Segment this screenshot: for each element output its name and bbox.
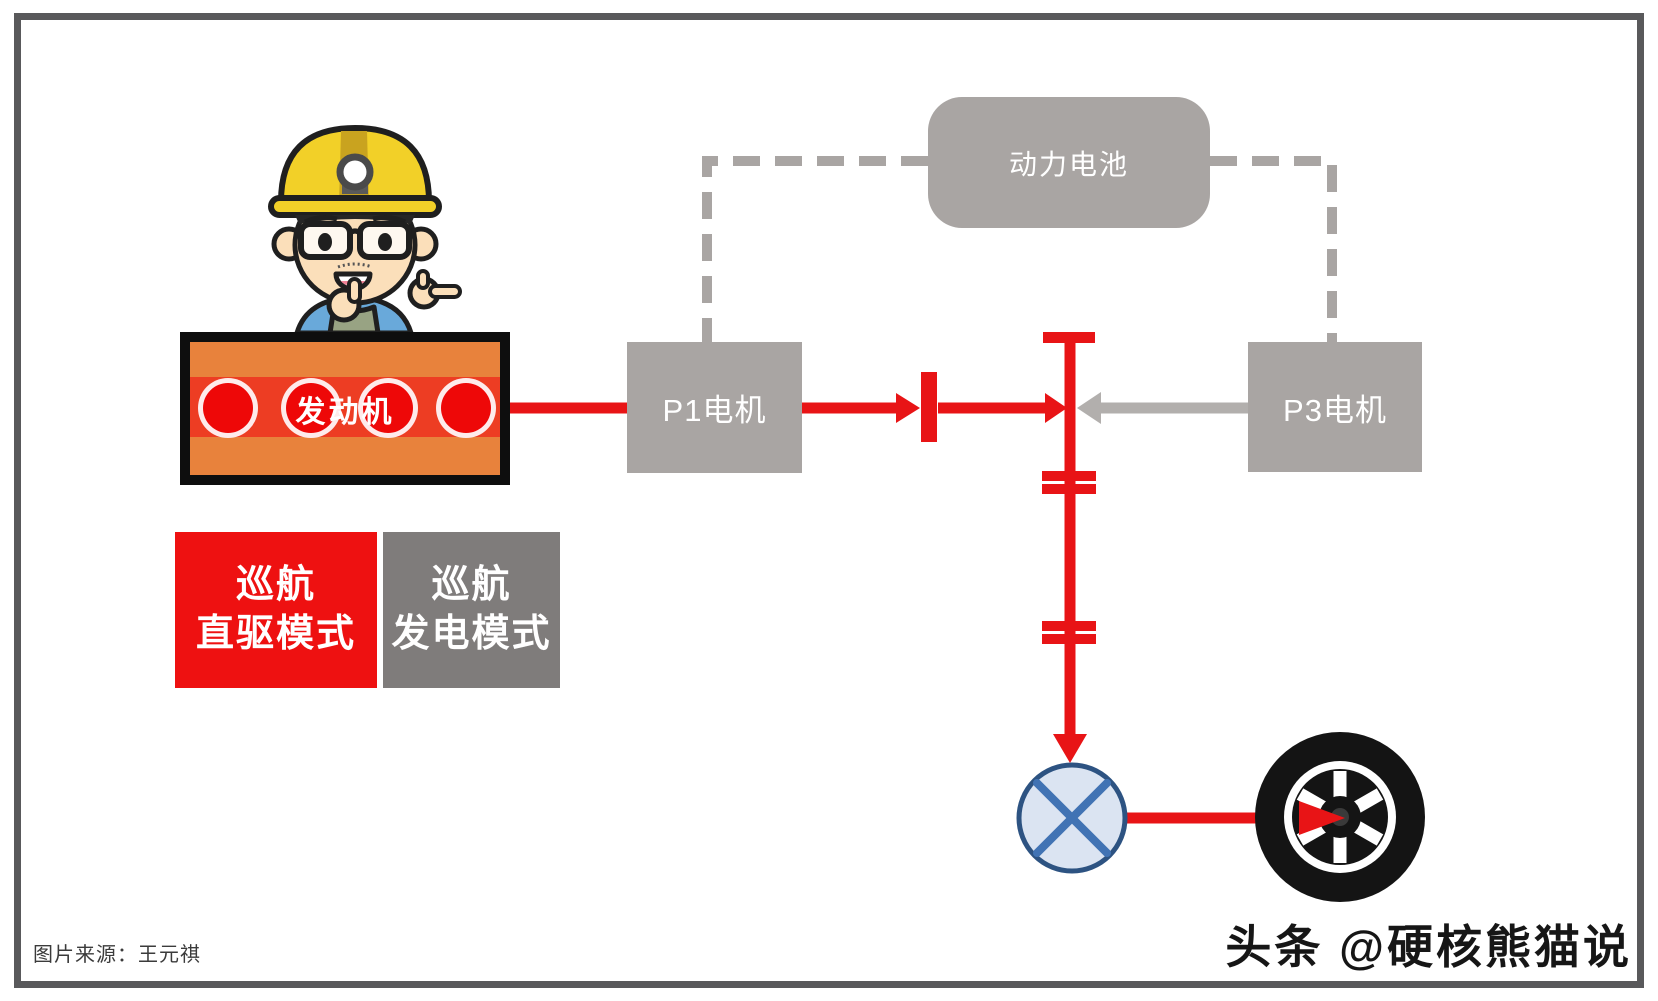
eyebrow-left	[303, 215, 338, 225]
differential-icon	[1016, 762, 1128, 874]
mode-button-cruise-direct-drive: 巡航 直驱模式	[175, 532, 377, 688]
engine-cylinder-icon	[281, 378, 341, 438]
helmet-lamp-icon	[336, 153, 374, 191]
engine-label: 发动机	[295, 395, 395, 429]
arrowhead-into-junction-icon	[1045, 393, 1067, 423]
battery-box: 动力电池	[928, 97, 1210, 228]
pointing-hand-right	[407, 269, 462, 310]
mode-label-line1: 巡航	[235, 564, 316, 607]
hard-hat-brim	[268, 195, 442, 218]
arrowhead-into-wheel-icon	[1299, 801, 1345, 835]
engine-cylinder-icon	[358, 378, 418, 438]
worker-character	[268, 125, 462, 336]
battery-dashed-links	[702, 156, 1337, 342]
red-power-flow-symbols	[896, 332, 1345, 835]
p1-motor-box: P1电机	[627, 342, 802, 473]
arrowhead-into-differential-icon	[1053, 734, 1087, 763]
eye-right	[378, 233, 392, 251]
watermark: 头条 @硬核熊猫说	[1225, 921, 1632, 973]
shaft-top-bar	[1043, 332, 1095, 343]
p3-arrowhead-icon	[1077, 392, 1101, 424]
engine-cylinder-icon	[436, 378, 496, 438]
mode-label-line2: 直驱模式	[195, 613, 356, 655]
eyebrow-right	[372, 215, 407, 225]
p1-motor-label: P1电机	[662, 393, 767, 428]
engine-block: 发动机	[180, 332, 510, 485]
clutch-symbol	[921, 372, 937, 442]
battery-label: 动力电池	[1008, 148, 1129, 180]
mode-label-line1: 巡航	[431, 564, 512, 607]
battery-p3-dashed-link	[1210, 156, 1337, 342]
mustache-marks	[337, 262, 373, 269]
eye-left	[318, 233, 332, 251]
battery-p1-dashed-link	[702, 156, 928, 342]
arrowhead-into-clutch-icon	[896, 393, 920, 423]
gear-pair-symbol	[1042, 621, 1096, 644]
engine-cylinder-icon	[198, 378, 258, 438]
mode-label-line2: 发电模式	[391, 613, 552, 655]
hand-at-chin	[326, 277, 362, 323]
gear-pair-symbol	[1042, 471, 1096, 494]
glasses-bridge	[348, 228, 362, 236]
mode-button-cruise-generation: 巡航 发电模式	[383, 532, 560, 688]
p3-motor-label: P3电机	[1283, 392, 1387, 428]
p3-motor-box: P3电机	[1248, 342, 1422, 472]
source-credit: 图片来源：王元祺	[33, 944, 201, 966]
image-border-frame	[14, 13, 1644, 988]
p3-gray-arrowhead-group	[1077, 392, 1101, 424]
